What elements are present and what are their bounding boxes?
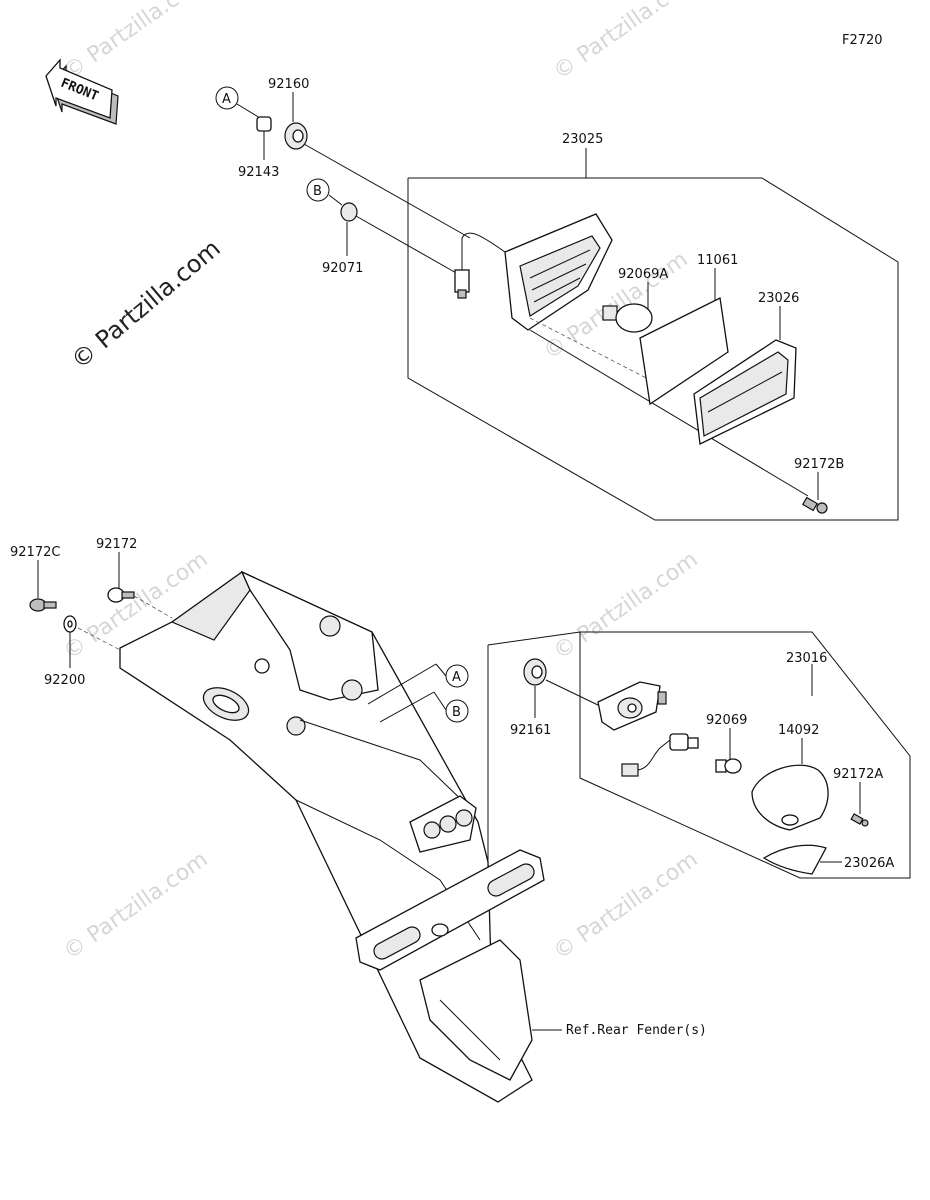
lamp-wire-harness <box>621 733 699 777</box>
label-92143: 92143 <box>238 165 279 180</box>
label-92069: 92069 <box>706 713 747 728</box>
front-arrow-icon: FRONT <box>45 58 119 125</box>
assembly-bracket-23016 <box>487 631 911 879</box>
gasket-11061 <box>639 297 729 406</box>
label-92160: 92160 <box>268 77 309 92</box>
callout-b-bottom: B <box>452 705 461 720</box>
callout-b-top: B <box>313 184 322 199</box>
label-92071: 92071 <box>322 261 363 276</box>
reference-note-rear-fender: Ref.Rear Fender(s) <box>566 1023 707 1038</box>
watermark-main: © Partzilla.com <box>66 234 226 374</box>
label-23026A: 23026A <box>844 856 894 871</box>
callout-a-top: A <box>222 92 231 107</box>
bulb-92069 <box>715 758 742 774</box>
label-14092: 14092 <box>778 723 819 738</box>
label-23016: 23016 <box>786 651 827 666</box>
lamp-cover-14092 <box>751 764 829 831</box>
label-92069A: 92069A <box>618 267 668 282</box>
screw-92172C <box>29 598 57 612</box>
screw-92172A <box>850 813 869 827</box>
grommet-92071 <box>340 202 358 222</box>
label-92172C: 92172C <box>10 545 60 560</box>
screw-92172 <box>107 587 135 603</box>
label-92172A: 92172A <box>833 767 883 782</box>
screw-92172B <box>801 496 828 514</box>
washer-92200 <box>63 615 77 633</box>
watermark-mid-right: © Partzilla.com <box>549 547 702 665</box>
label-23025: 23025 <box>562 132 603 147</box>
watermark-lower-left: © Partzilla.com <box>59 847 212 965</box>
label-92172B: 92172B <box>794 457 844 472</box>
tail-lamp-housing-23025 <box>454 213 613 331</box>
rear-fender <box>119 570 545 1103</box>
bulb-92069A <box>602 303 653 333</box>
label-92161: 92161 <box>510 723 551 738</box>
watermark-top-center: © Partzilla.com <box>59 0 212 85</box>
label-23026: 23026 <box>758 291 799 306</box>
callout-a-bottom: A <box>452 670 461 685</box>
label-92172: 92172 <box>96 537 137 552</box>
label-11061: 11061 <box>697 253 738 268</box>
lens-23026A <box>762 844 827 875</box>
license-lamp-socket <box>597 681 667 731</box>
watermark-lower-right: © Partzilla.com <box>549 847 702 965</box>
grommet-92161 <box>523 658 547 686</box>
label-92200: 92200 <box>44 673 85 688</box>
grommet-92160 <box>284 122 308 150</box>
assembly-bracket-23025 <box>407 177 899 521</box>
watermark-top-right: © Partzilla.com <box>549 0 702 85</box>
figure-code: F2720 <box>842 33 883 48</box>
collar-92143 <box>256 116 272 132</box>
lens-23026 <box>693 339 797 445</box>
